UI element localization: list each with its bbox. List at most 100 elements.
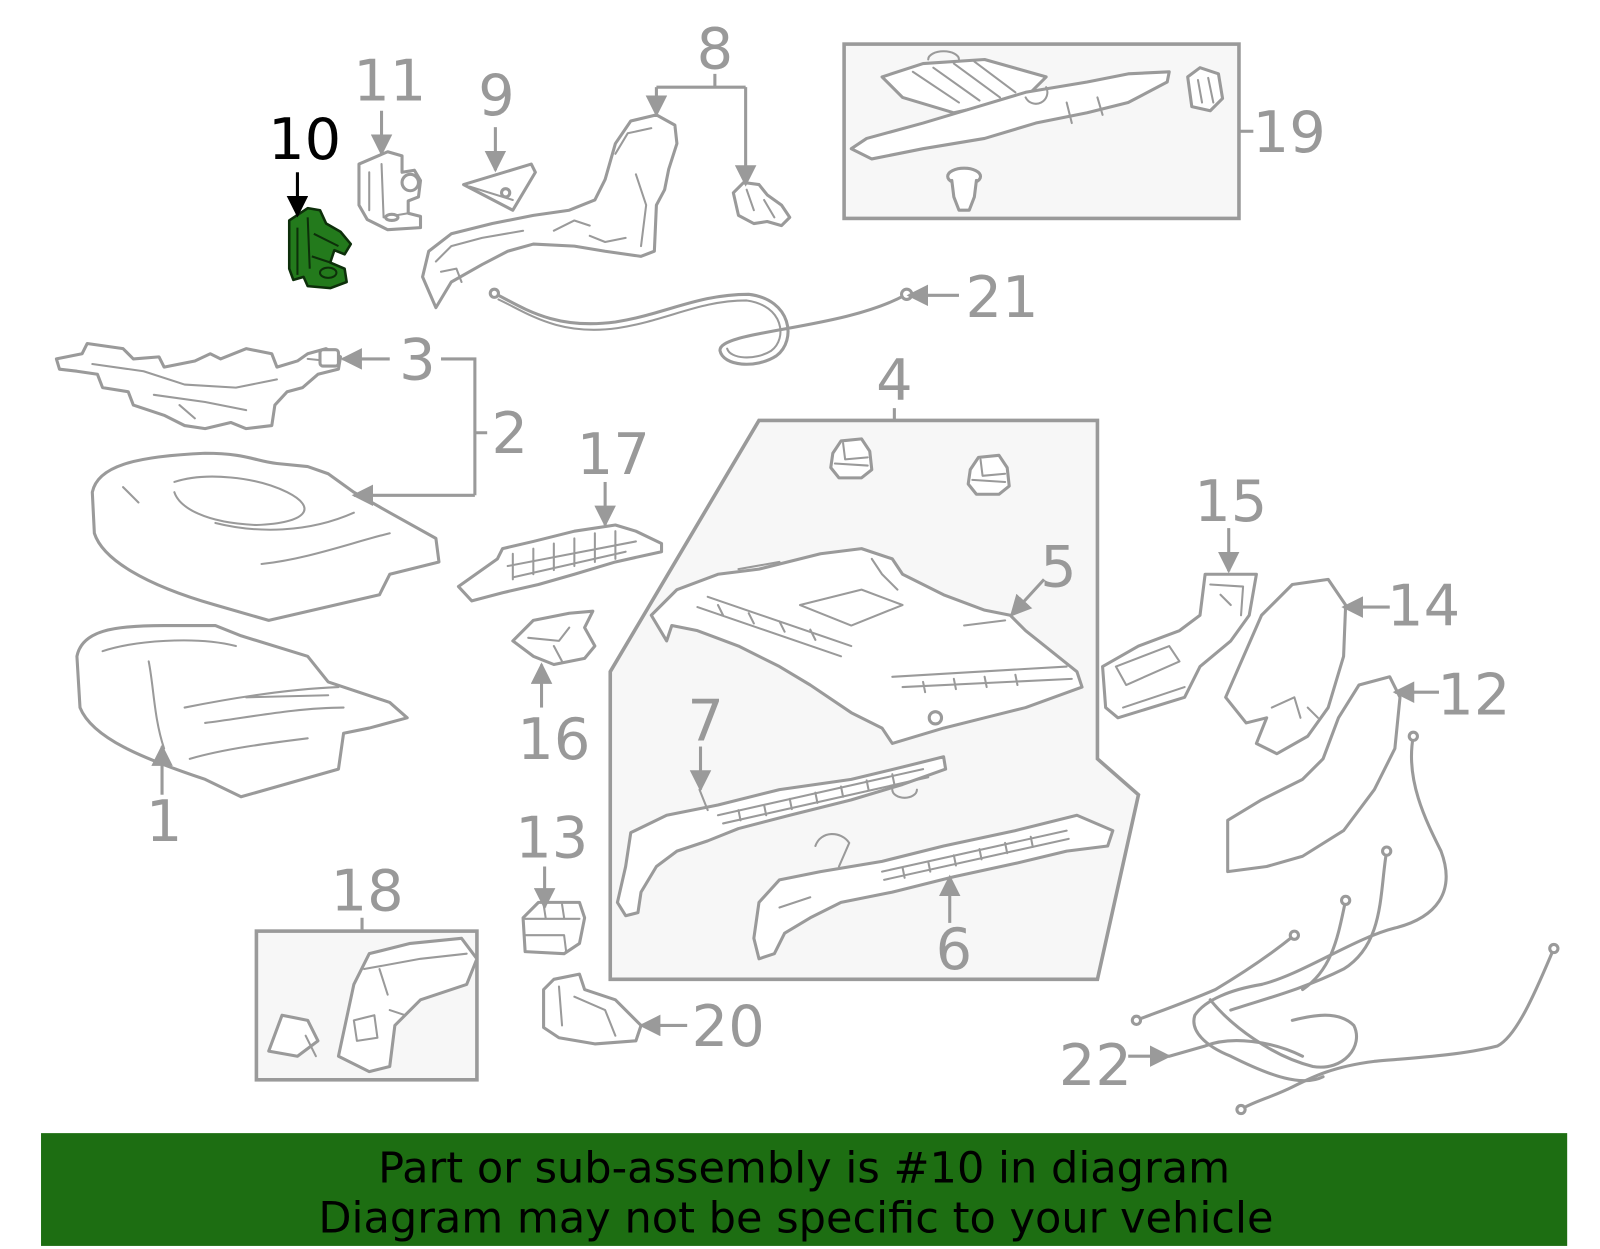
part-19-clip-outline [1186,66,1225,113]
callout-11: 11 [353,47,426,114]
part-18-clip [267,1013,320,1058]
part-10-detail [296,217,339,279]
part-4-nut-left-detail [833,441,869,467]
part-18-detail [352,952,468,1042]
callout-18: 18 [331,858,404,925]
part-2-outline [90,451,441,622]
part-22-end-4 [1288,929,1300,941]
part-22-wire-h [1192,982,1325,1083]
part-20-outline [542,972,643,1046]
callout-19: 19 [1253,99,1326,166]
callout-10-highlighted: 10 [268,106,341,173]
callout-8: 8 [697,16,734,83]
part-4-nut-right-detail [971,458,1007,483]
part-15-detail [1114,583,1245,709]
callout-15: 15 [1194,468,1267,535]
part-2-detail [122,475,391,566]
part-8-pin-outline [731,180,792,228]
part-8-side-shield [421,113,679,310]
part-7-rail [615,755,948,918]
part-9-plate [462,162,537,212]
callout-labels: 1 2 3 4 5 6 7 8 9 10 11 12 13 14 15 16 1… [146,16,1511,1099]
leader-2-bracket [441,357,488,496]
part-19-push-pin [946,166,983,212]
part-9-edge [468,185,514,201]
part-8-detail [434,127,653,284]
part-7-outline [615,755,948,918]
part-22-wire-f [1208,998,1359,1069]
part-19-clip-detail [1196,76,1215,104]
part-4-nut-right [966,453,1011,496]
leader-lines [151,73,1439,1067]
part-5-bolt [927,710,944,726]
callout-7: 7 [687,687,724,754]
info-banner: Part or sub-assembly is #10 in diagram D… [41,1133,1568,1246]
callout-2: 2 [491,400,528,467]
callout-12: 12 [1437,662,1510,729]
part-8-outline [421,113,679,310]
part-17-grid [506,530,637,581]
callout-1: 1 [146,788,183,855]
part-22-end-5 [1548,942,1560,955]
callout-3: 3 [399,326,436,393]
part-19-strip [849,70,1171,161]
part-1-detail [101,639,345,760]
part-13-connector [521,900,587,956]
part-2-cushion-pad [90,451,441,622]
part-18-clip-outline [267,1013,320,1058]
part-19-grille-detail [911,50,1104,125]
part-22-wire-a [1260,734,1448,986]
part-22-harness [1130,730,1560,1116]
part-22-wire-b [1229,849,1389,1012]
part-19-clip [1186,66,1225,113]
part-9-hole [499,187,512,199]
part-22-end-1 [1407,730,1419,742]
part-5-rail-grid [696,557,1073,694]
part-19-pin-shank [950,178,978,212]
part-10-body [287,206,353,290]
part-8-pin [731,180,792,228]
part-6-outline [752,813,1115,961]
part-5-outline [649,547,1084,745]
part-10-highlighted [287,206,353,290]
part-13-outline [521,900,587,956]
part-6-grid [778,829,1070,909]
callout-5: 5 [1040,534,1077,601]
part-3-connector [318,348,340,368]
part-3-detail [91,357,330,420]
leader-5 [1009,578,1046,617]
part-22-wire-d [1134,933,1296,1022]
part-22-end-2 [1381,845,1393,857]
callout-17: 17 [577,421,650,488]
part-13-detail [524,903,581,953]
part-22-end-3 [1339,894,1352,906]
part-6-rail [752,813,1115,961]
part-20-bracket [542,972,643,1046]
part-3-heater [54,341,343,431]
part-11-outline [357,150,423,232]
callout-16: 16 [517,706,590,773]
part-1-seat-cover [75,623,409,799]
part-11-boss [400,172,420,193]
part-15-cover [1101,572,1258,720]
part-8-pin-detail [745,188,776,219]
part-11-hole [384,212,400,223]
part-21-cable-line [492,291,907,366]
part-16-bracket [511,609,597,667]
leader-8-bracket [656,73,746,89]
part-22-end-6 [1130,1014,1143,1026]
part-11-bracket [357,150,423,232]
part-21-end-a [488,287,500,299]
part-20-detail [557,985,617,1037]
callout-22: 22 [1059,1032,1132,1099]
part-22-wire-c [1301,898,1348,992]
part-14-detail [1270,696,1319,719]
part-16-detail [527,626,571,663]
part-5-frame [649,547,1084,745]
part-1-outline [75,623,409,799]
part-7-grid [698,768,930,825]
part-16-outline [511,609,597,667]
callout-6: 6 [936,916,973,983]
part-21-cable [488,287,914,366]
